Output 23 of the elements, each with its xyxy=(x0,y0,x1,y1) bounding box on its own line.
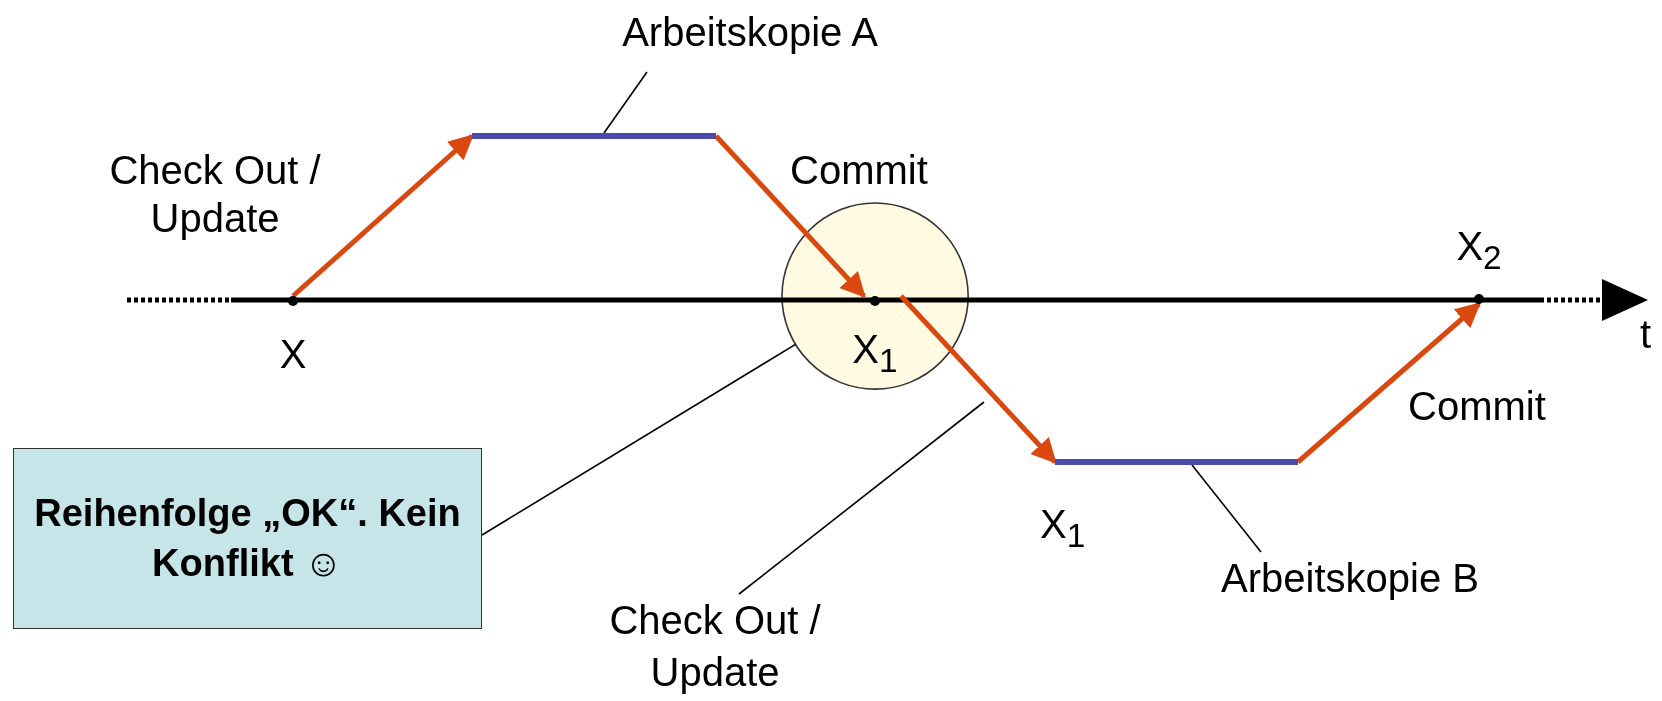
leader-line xyxy=(603,71,648,134)
edge-label: Commit xyxy=(1408,383,1546,430)
arrow xyxy=(899,294,1057,464)
leader-line xyxy=(1191,464,1262,553)
arrow xyxy=(1296,302,1481,464)
action-label: Check Out / Update xyxy=(570,594,860,700)
time-point-label: X$_{1}$ xyxy=(1040,501,1086,556)
edge-label: Check Out / Update xyxy=(108,147,322,242)
working-copy-bar xyxy=(1055,459,1298,465)
time-point-label: X$_{1}$ xyxy=(845,296,905,382)
arrow xyxy=(291,134,474,298)
bar-label: Arbeitskopie A xyxy=(590,6,910,72)
leader-line xyxy=(481,343,797,536)
arrow xyxy=(714,134,866,298)
time-point-label: X$_{2}$ xyxy=(1454,220,1504,304)
bar-label: Arbeitskopie B xyxy=(1190,552,1510,608)
note-box: Reihenfolge „OK“. Kein Konflikt ☺ xyxy=(13,448,482,629)
axis-label: t xyxy=(1640,311,1652,358)
working-copy-bar xyxy=(472,133,716,139)
leader-line xyxy=(738,401,985,595)
time-point-label: X xyxy=(268,296,318,380)
edge-label: Commit xyxy=(790,147,928,194)
highlight-circle xyxy=(779,200,971,392)
